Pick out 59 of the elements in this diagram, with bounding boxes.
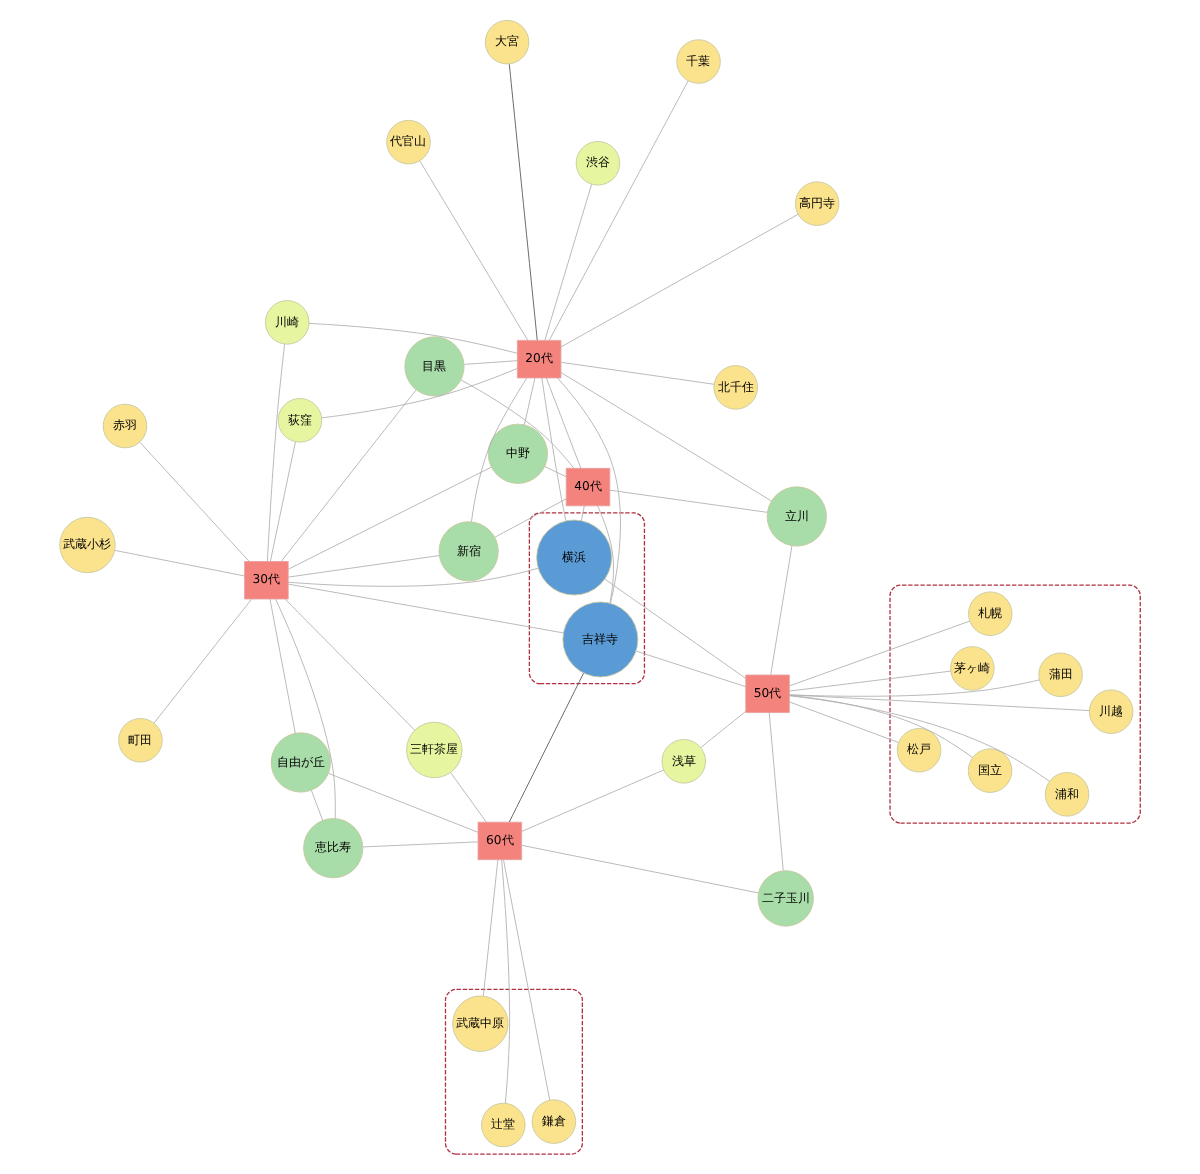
connector	[266, 343, 286, 562]
connector	[269, 441, 296, 562]
connector	[362, 841, 479, 848]
connector	[789, 694, 1090, 711]
connector	[503, 859, 551, 1101]
connector	[789, 670, 952, 692]
connector	[460, 379, 575, 469]
connector	[789, 701, 899, 743]
connector	[521, 769, 665, 832]
connector	[548, 80, 689, 341]
connector	[789, 620, 970, 687]
connector	[604, 578, 747, 679]
connector	[287, 567, 539, 587]
connector	[153, 598, 252, 724]
connector	[310, 790, 324, 821]
connector	[521, 844, 759, 894]
cluster	[528, 512, 646, 685]
connector	[284, 598, 416, 731]
connector	[560, 361, 715, 385]
connector	[770, 545, 793, 676]
connector	[508, 672, 584, 823]
connector	[288, 555, 440, 578]
connector	[580, 505, 585, 522]
connector	[419, 160, 529, 341]
connector	[308, 322, 518, 354]
connector	[508, 63, 538, 341]
cluster	[889, 584, 1141, 824]
connector	[482, 859, 499, 997]
connector	[287, 583, 564, 634]
cluster	[444, 988, 583, 1155]
connector	[471, 377, 528, 523]
connector	[635, 650, 747, 688]
connector	[545, 377, 582, 469]
connector	[789, 679, 1040, 697]
connector	[560, 372, 772, 502]
connector	[287, 466, 492, 570]
connector	[328, 773, 479, 833]
connector	[280, 389, 417, 562]
connector	[609, 489, 768, 513]
connector	[523, 377, 536, 426]
connector	[450, 772, 487, 823]
connector	[494, 498, 567, 538]
connector	[544, 466, 567, 478]
connector	[597, 505, 614, 604]
connector	[560, 213, 799, 348]
connector	[544, 183, 593, 341]
connector	[321, 368, 518, 419]
connector	[139, 441, 250, 562]
connector	[463, 360, 518, 365]
connector	[275, 598, 336, 819]
connector	[768, 712, 784, 871]
connector	[269, 598, 296, 734]
connector	[541, 377, 567, 522]
connector	[789, 694, 973, 758]
connector	[700, 710, 747, 748]
connector	[557, 377, 621, 604]
connector	[114, 549, 245, 577]
connector	[789, 695, 1050, 782]
connector	[501, 859, 511, 1104]
